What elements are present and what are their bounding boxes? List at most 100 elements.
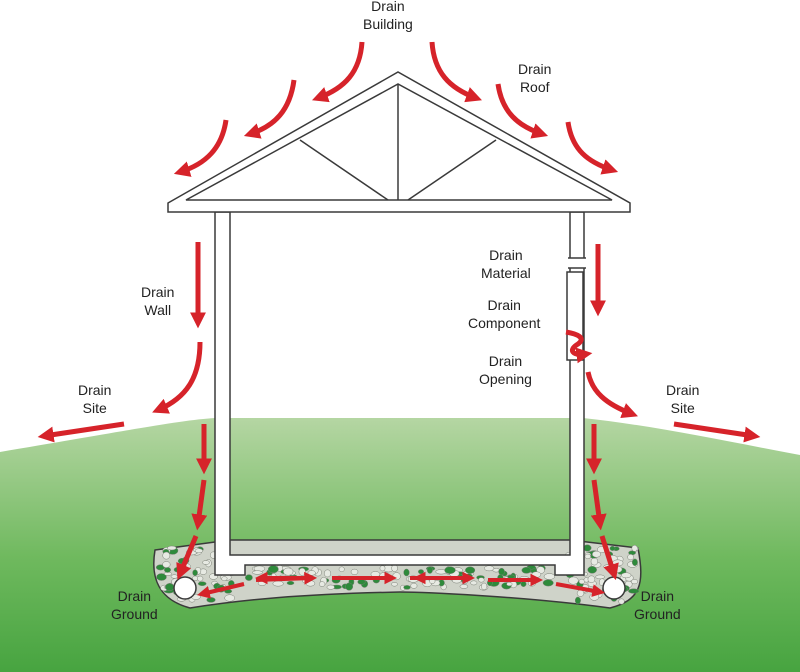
- drain-pipe-left: [173, 576, 197, 600]
- gravel-stone: [307, 570, 316, 576]
- arrow-ground-right-3: [599, 535, 619, 581]
- gravel-stone: [587, 566, 597, 574]
- gravel-stone: [631, 544, 638, 552]
- label-drain-opening: Drain Opening: [479, 353, 532, 387]
- gravel-stone: [498, 567, 505, 576]
- gravel-stone: [584, 553, 591, 560]
- gravel-stone: [470, 580, 478, 586]
- gravel-stone: [410, 582, 418, 589]
- gravel-stone: [587, 575, 596, 584]
- label-drain-roof: Drain Roof: [518, 61, 552, 95]
- arrow-building-right: [429, 41, 483, 103]
- arrow-site-right: [673, 421, 761, 443]
- gravel-stone: [403, 568, 410, 577]
- gravel-stone: [627, 554, 634, 561]
- gravel-stone: [391, 582, 398, 587]
- gravel-stone: [162, 551, 171, 560]
- gravel-stone: [162, 561, 171, 568]
- gravel-stone: [478, 577, 485, 583]
- house-walls: [214, 211, 585, 576]
- gravel-stone: [167, 545, 177, 551]
- gravel-stone: [165, 583, 175, 592]
- arrow-wall-left-site: [152, 341, 203, 414]
- label-drain-building: Drain Building: [363, 0, 413, 32]
- gravel-stone: [506, 582, 513, 587]
- gravel-stone: [267, 565, 279, 574]
- label-drain-ground-left: Drain Ground: [111, 588, 158, 622]
- gravel-stone: [298, 567, 306, 576]
- gravel-stone: [521, 566, 532, 574]
- gravel-stone: [326, 584, 335, 590]
- gravel-stone: [444, 566, 456, 574]
- arrow-roof-left-1: [243, 79, 297, 139]
- gravel-stone: [618, 598, 625, 605]
- gravel-stone: [520, 581, 527, 587]
- gravel-stone: [221, 576, 228, 582]
- gravel-stone: [609, 545, 616, 551]
- label-drain-component: Drain Component: [468, 297, 541, 331]
- arrow-roof-right-2: [565, 121, 619, 175]
- arrow-ground-left-2: [191, 479, 208, 531]
- label-drain-site-left: Drain Site: [78, 382, 112, 416]
- gravel-stone: [628, 588, 640, 594]
- arrow-through-opening: [565, 329, 593, 364]
- gravel-stone: [286, 580, 295, 586]
- label-drain-material: Drain Material: [481, 247, 531, 281]
- gravel-stone: [589, 593, 600, 601]
- gravel-stone: [194, 548, 204, 554]
- gravel-stone: [357, 579, 366, 585]
- gravel-stone: [484, 565, 495, 572]
- label-drain-wall: Drain Wall: [141, 284, 175, 318]
- gravel-stone: [252, 570, 263, 575]
- gravel-stone: [272, 580, 284, 587]
- gravel-stone: [283, 567, 294, 576]
- gravel-stone: [576, 589, 585, 597]
- arrow-roof-right-1: [495, 83, 549, 139]
- gravel-stone: [379, 565, 386, 572]
- gravel-stone: [206, 597, 216, 603]
- bed-arrows: [197, 571, 606, 599]
- label-drain-site-right: Drain Site: [666, 382, 700, 416]
- gravel-stone: [196, 575, 204, 582]
- flow-arrows: [37, 41, 761, 581]
- gravel-stone: [323, 569, 332, 578]
- gravel-stone: [592, 550, 601, 558]
- gravel-stone: [318, 581, 326, 587]
- arrow-site-left: [37, 421, 125, 443]
- gravel-stone: [543, 573, 556, 580]
- gravel-stone: [507, 574, 516, 579]
- gravel-stone: [481, 582, 488, 591]
- gravel-stone: [631, 579, 638, 585]
- gravel-stone: [612, 559, 624, 567]
- gravel-stone: [392, 572, 401, 581]
- roof: [167, 71, 631, 213]
- gravel-stone: [202, 560, 210, 565]
- gravel-stone: [531, 571, 542, 578]
- gravel-stone: [426, 566, 433, 574]
- gravel-stone: [350, 568, 359, 575]
- arrow-opening-right: [585, 371, 638, 419]
- gravel-stone: [245, 574, 253, 581]
- gravel-stone: [590, 557, 599, 566]
- gravel-stone: [192, 569, 198, 577]
- arrow-building-left: [311, 41, 365, 103]
- gravel-stone: [164, 567, 171, 573]
- gravel-stone: [197, 581, 207, 586]
- gravel-stone: [224, 594, 236, 602]
- gravel-stone: [345, 582, 354, 591]
- drain-pipe-right: [602, 576, 626, 600]
- gravel-stone: [418, 569, 424, 575]
- gravel-stone: [338, 566, 345, 573]
- arrow-ground-right-2: [590, 479, 607, 531]
- gravel-stone: [465, 566, 476, 574]
- gravel-stone: [542, 579, 554, 587]
- gravel-stone: [568, 576, 579, 585]
- gravel-stone: [156, 573, 167, 581]
- gravel-stone: [459, 584, 469, 589]
- gravel-stone: [631, 558, 638, 566]
- gravel-stone: [170, 574, 179, 579]
- wall-opening: [568, 258, 586, 268]
- label-drain-ground-right: Drain Ground: [634, 588, 681, 622]
